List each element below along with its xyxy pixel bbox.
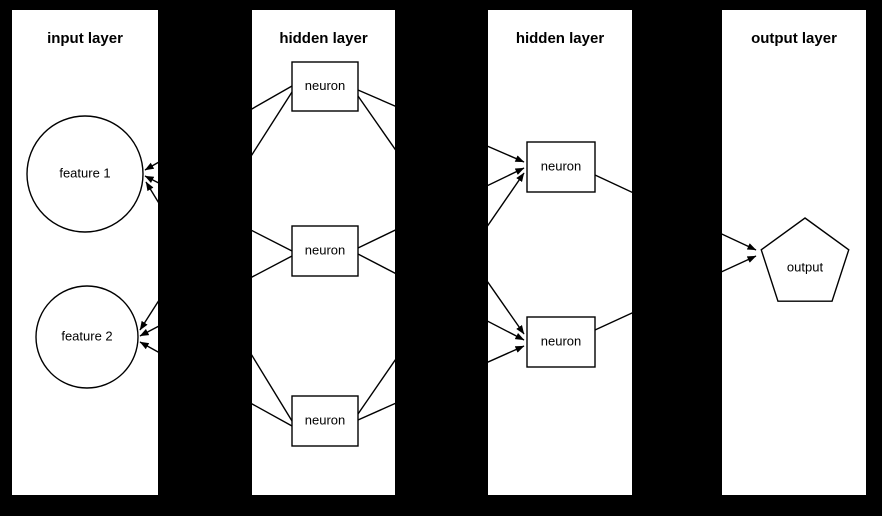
edge-h1-neuron-2-to-feature-1 [144,175,293,252]
edge-h2-neuron-1-to-output-node [594,174,757,251]
node-label-h1-neuron-2: neuron [305,242,345,257]
edges-group [139,85,757,427]
node-shape-h1-neuron-3[interactable] [291,395,359,447]
node-shape-h2-neuron-1[interactable] [526,141,596,193]
node-shape-h1-neuron-2[interactable] [291,225,359,277]
panel-title-input-layer: input layer [47,30,123,47]
node-shape-output-node[interactable] [760,217,850,302]
edge-h1-neuron-3-to-h2-neuron-2 [357,345,525,421]
node-label-h2-neuron-1: neuron [541,158,581,173]
edge-h1-neuron-3-to-feature-1 [145,181,293,422]
node-shape-h1-neuron-1[interactable] [291,61,359,112]
edge-h1-neuron-2-to-h2-neuron-2 [357,253,525,341]
nodes-group: feature 1 feature 2 neuron neuron neuron neur… [26,61,850,447]
edge-h1-neuron-1-to-feature-2 [139,91,293,331]
node-label-h2-neuron-2: neuron [541,333,581,348]
edge-h1-neuron-3-to-h2-neuron-1 [357,172,525,415]
edge-h2-neuron-2-to-output-node [594,255,757,331]
panel-hidden-layer-2: hidden layer [488,10,632,495]
node-label-feature-2: feature 2 [61,328,112,343]
panel-title-hidden-layer-1: hidden layer [279,30,368,47]
edge-h1-neuron-1-to-feature-1 [144,85,293,171]
panel-title-output-layer: output layer [751,30,837,47]
panel-input-layer: input layer [12,10,158,495]
edge-h1-neuron-2-to-feature-2 [139,255,293,337]
node-label-h1-neuron-3: neuron [305,412,345,427]
node-shape-feature-1[interactable] [26,115,144,233]
node-label-h1-neuron-1: neuron [305,78,345,93]
node-label-feature-1: feature 1 [59,165,110,180]
node-shape-feature-2[interactable] [35,285,139,389]
node-shape-h2-neuron-2[interactable] [526,316,596,368]
edge-h1-neuron-1-to-h2-neuron-2 [357,95,525,335]
panel-title-hidden-layer-2: hidden layer [515,30,605,47]
node-label-output-node: output [787,259,824,274]
edge-h1-neuron-1-to-h2-neuron-1 [357,89,525,163]
